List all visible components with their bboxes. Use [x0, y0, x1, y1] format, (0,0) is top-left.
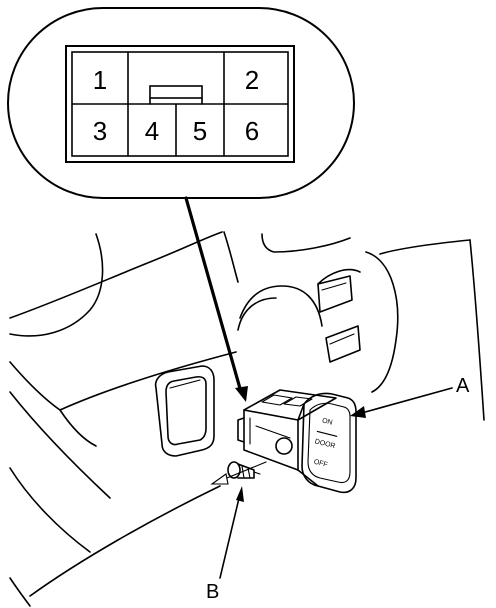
callout-a: A — [350, 375, 470, 418]
pin-label-5: 5 — [193, 116, 207, 146]
callout-b: B — [206, 486, 244, 603]
connector-face: 1 2 3 4 5 6 — [65, 45, 295, 163]
switch-label-off: OFF — [313, 459, 328, 469]
connector-leader-arrow — [184, 196, 248, 402]
pin-label-4: 4 — [145, 116, 159, 146]
door-switch-assembly: ON DOOR OFF — [237, 389, 357, 494]
panel-recess — [154, 365, 215, 457]
pin-label-6: 6 — [245, 116, 259, 146]
pin-label-3: 3 — [93, 116, 107, 146]
switch-label-on: ON — [321, 417, 333, 426]
callout-label-a: A — [456, 375, 470, 397]
callout-label-b: B — [206, 581, 219, 603]
pin-label-1: 1 — [93, 65, 107, 95]
pin-label-2: 2 — [245, 65, 259, 95]
dashboard-panel — [9, 231, 485, 607]
switch-label-door: DOOR — [314, 438, 336, 450]
connector-lock-tab — [149, 85, 203, 99]
screw-b — [227, 461, 261, 479]
removal-direction-arrow — [210, 461, 267, 485]
